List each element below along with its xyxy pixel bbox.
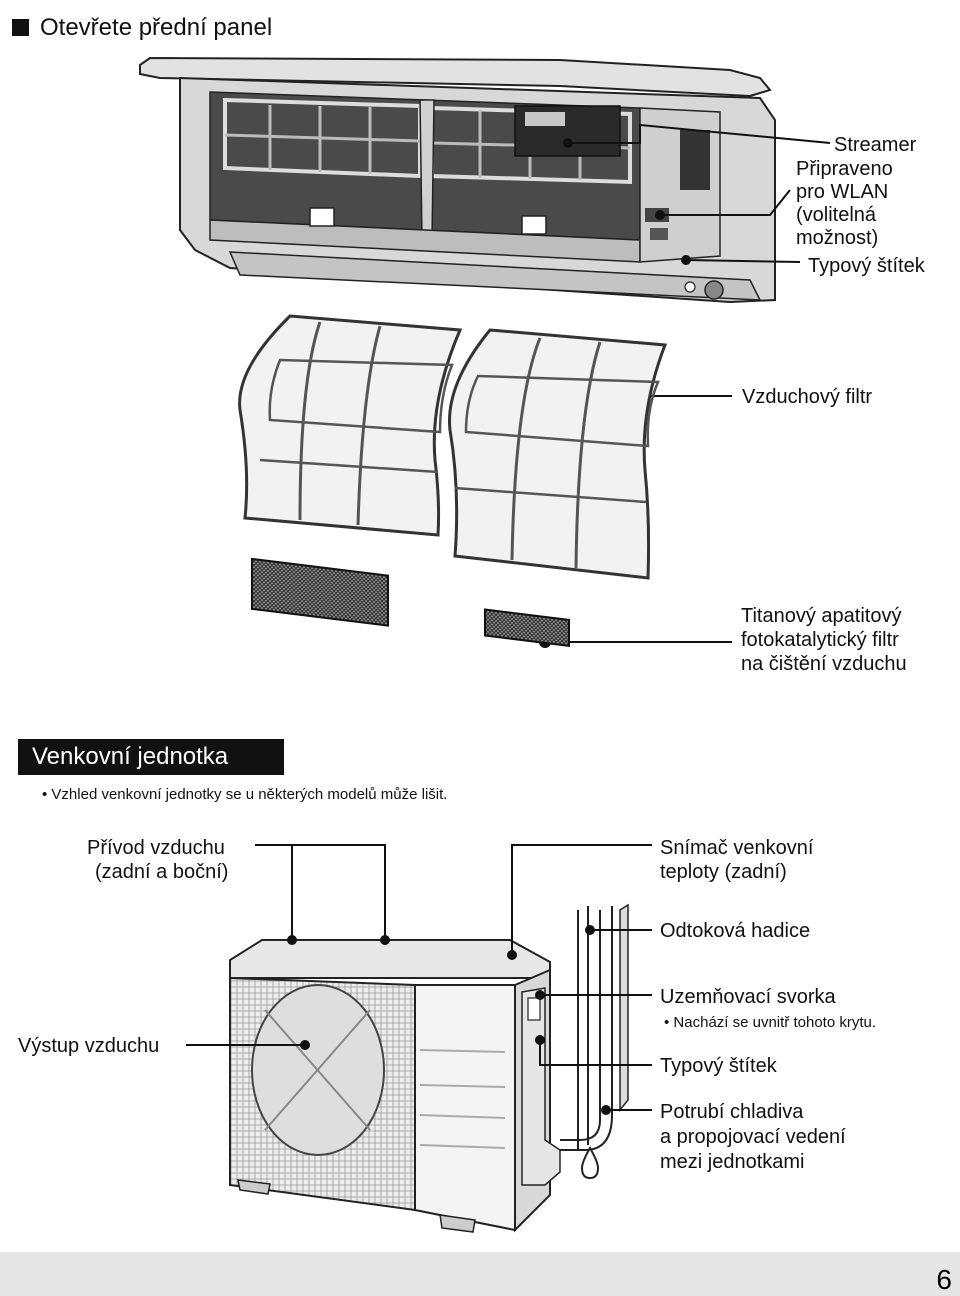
- outdoor-leader-lines: [186, 844, 652, 1115]
- outdoor-unit: [229, 903, 629, 1233]
- page-footer: 6: [0, 1252, 960, 1296]
- section-bullet-icon: [12, 19, 29, 36]
- label-air-outlet: Výstup vzduchu: [18, 1035, 160, 1057]
- label-indoor-nameplate: Typový štítek: [808, 255, 925, 277]
- label-air-inlet-line-2: (zadní a boční): [95, 861, 229, 883]
- label-drain-hose: Odtoková hadice: [660, 920, 811, 942]
- label-streamer: Streamer: [834, 134, 917, 156]
- label-air-filter: Vzduchový filtr: [742, 386, 873, 408]
- label-wlan-line-3: (volitelná: [796, 204, 877, 226]
- label-temp-sensor-line-2: teploty (zadní): [660, 861, 787, 883]
- section-title: Otevřete přední panel: [40, 14, 273, 41]
- label-piping-line-3: mezi jednotkami: [660, 1151, 805, 1173]
- titanium-filter-left: [251, 557, 389, 627]
- label-piping-line-1: Potrubí chladiva: [660, 1101, 804, 1123]
- titanium-filter-right: [484, 608, 570, 647]
- outdoor-note: • Vzhled venkovní jednotky se u některýc…: [42, 786, 448, 803]
- page-number: 6: [936, 1264, 952, 1295]
- label-wlan-line-4: možnost): [796, 227, 879, 249]
- label-ti-filter-line-2: fotokatalytický filtr: [741, 629, 899, 651]
- label-ti-filter-line-1: Titanový apatitový: [741, 605, 902, 627]
- label-temp-sensor-line-1: Snímač venkovní: [660, 837, 814, 859]
- earth-terminal-note: • Nachází se uvnitř tohoto krytu.: [664, 1014, 877, 1031]
- label-outdoor-nameplate: Typový štítek: [660, 1055, 777, 1077]
- label-wlan-line-1: Připraveno: [796, 158, 893, 180]
- outdoor-heading-band: Venkovní jednotka: [18, 739, 284, 775]
- label-air-inlet-line-1: Přívod vzduchu: [87, 837, 225, 859]
- air-filter-right: [448, 328, 668, 580]
- air-filter-left: [238, 314, 463, 537]
- label-earth-terminal: Uzemňovací svorka: [660, 986, 836, 1008]
- indoor-unit: [139, 56, 776, 304]
- earth-terminal-note-text: Nachází se uvnitř tohoto krytu.: [673, 1014, 877, 1031]
- label-piping-line-2: a propojovací vedení: [660, 1126, 846, 1148]
- label-wlan-line-2: pro WLAN: [796, 181, 889, 203]
- label-ti-filter-line-3: na čištění vzduchu: [741, 653, 907, 675]
- outdoor-heading: Venkovní jednotka: [32, 743, 229, 770]
- outdoor-note-text: Vzhled venkovní jednotky se u některých …: [51, 786, 448, 803]
